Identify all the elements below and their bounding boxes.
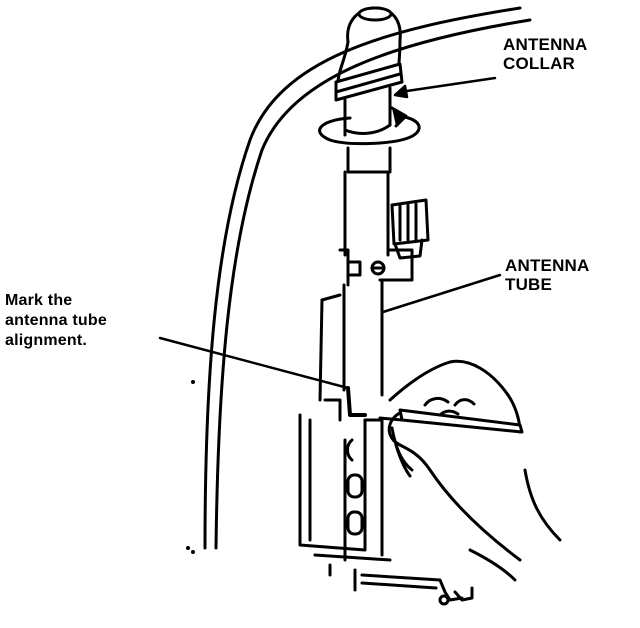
rotation-arrow — [318, 106, 421, 146]
cable-outer — [203, 6, 532, 550]
alignment-mark — [346, 386, 367, 417]
antenna-top-cap — [336, 6, 402, 84]
label-line: COLLAR — [503, 54, 576, 73]
label-line: ANTENNA — [503, 35, 588, 54]
leader-lines — [158, 76, 502, 390]
lower-bracket — [360, 573, 474, 606]
motor-housing — [298, 293, 392, 592]
label-line: TUBE — [505, 275, 553, 294]
label-line: ANTENNA — [505, 256, 590, 275]
label-antenna-collar: ANTENNA COLLAR — [503, 35, 588, 73]
antenna-collar — [334, 62, 404, 137]
label-line: alignment. — [5, 332, 88, 349]
label-line: antenna tube — [5, 312, 107, 329]
side-connector — [390, 198, 430, 260]
label-antenna-tube: ANTENNA TUBE — [505, 256, 590, 294]
speck-dots — [186, 380, 195, 554]
hand-with-pen — [378, 359, 562, 582]
label-line: Mark the — [5, 292, 73, 309]
label-mark-alignment: Mark the antenna tube alignment. — [5, 291, 107, 351]
antenna-tube — [338, 146, 414, 397]
